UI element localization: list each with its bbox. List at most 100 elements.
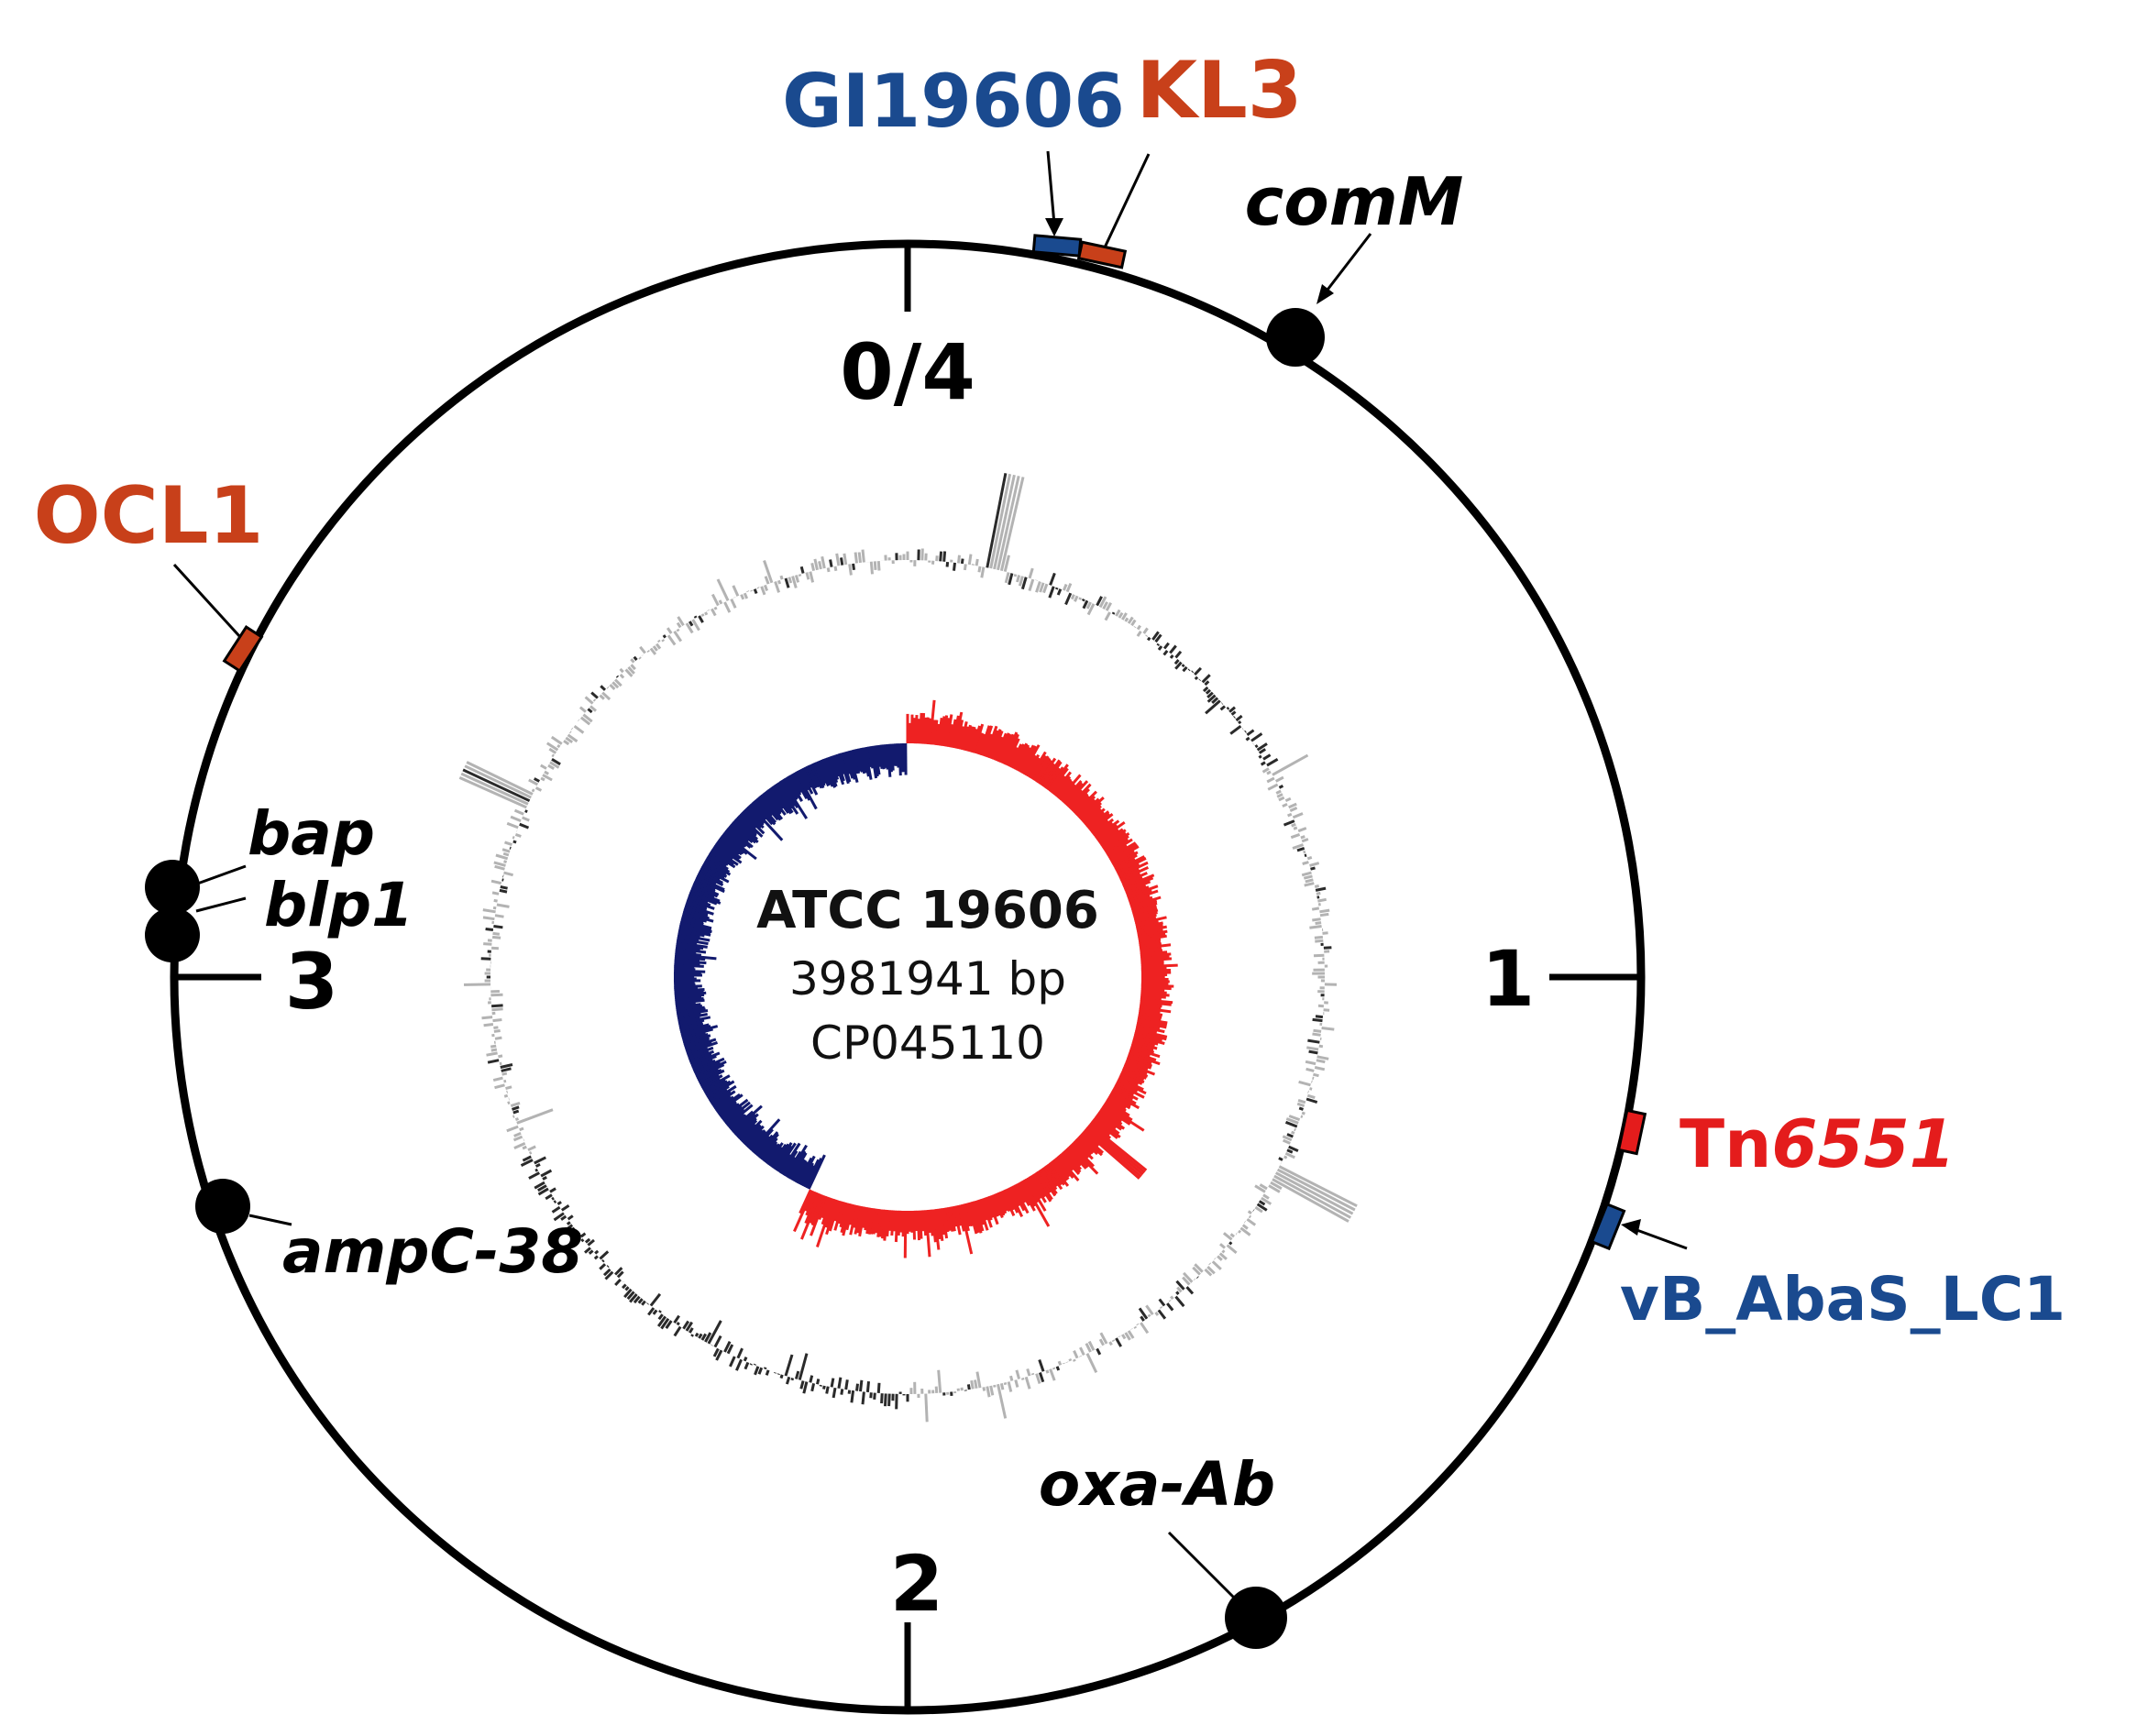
gc-content-bar bbox=[491, 891, 500, 895]
gc-skew-bar bbox=[786, 775, 803, 802]
gc-content-bar bbox=[1284, 1120, 1298, 1128]
gc-content-bar bbox=[1316, 1055, 1329, 1060]
gc-content-bar bbox=[732, 585, 740, 597]
gc-skew-bar bbox=[701, 1077, 722, 1091]
gc-content-bar bbox=[884, 1393, 887, 1407]
gc-content-bar bbox=[1007, 1381, 1013, 1392]
gc-skew-bar bbox=[1018, 1181, 1036, 1212]
gc-content-bar bbox=[528, 778, 539, 786]
gc-skew-bar bbox=[1133, 911, 1158, 920]
gc-skew-bar bbox=[1140, 969, 1172, 972]
gc-content-bar bbox=[713, 606, 718, 610]
gc-skew-bar bbox=[1008, 1186, 1021, 1207]
gc-content-bar bbox=[1182, 1276, 1191, 1286]
gc-skew-bar bbox=[713, 1095, 734, 1111]
gc-content-bar bbox=[1285, 1117, 1299, 1125]
gc-skew-bar bbox=[698, 871, 724, 886]
gc-skew-bar bbox=[1016, 746, 1031, 772]
gc-skew-bar bbox=[720, 835, 744, 855]
blp1-label: blp1 bbox=[264, 870, 413, 940]
gc-content-bar bbox=[507, 1101, 511, 1105]
gc-content-bar bbox=[1258, 1200, 1266, 1206]
gc-content-bar bbox=[861, 549, 865, 563]
gc-skew-bar bbox=[1083, 1129, 1140, 1180]
gc-skew-bar bbox=[768, 786, 790, 814]
gc-skew-bar bbox=[1105, 1099, 1130, 1117]
gc-skew-bar bbox=[1033, 1172, 1053, 1201]
gc-content-bar bbox=[677, 616, 685, 627]
gc-skew-bar bbox=[891, 743, 897, 766]
gc-skew-bar bbox=[1098, 1110, 1126, 1130]
gc-content-bar bbox=[464, 764, 532, 799]
gc-skew-bar bbox=[1131, 901, 1158, 913]
gc-content-bar bbox=[1238, 720, 1242, 725]
gc-content-bar bbox=[754, 1366, 760, 1376]
gc-skew-bar bbox=[774, 1145, 793, 1171]
gc-content-bar bbox=[1278, 1165, 1358, 1208]
gc-skew-bar bbox=[683, 906, 709, 917]
gc-skew-bar bbox=[805, 1192, 818, 1216]
gc-content-bar bbox=[1136, 1323, 1140, 1326]
gc-skew-bar bbox=[956, 726, 965, 750]
gc-skew-bar bbox=[1134, 916, 1157, 924]
gc-content-bar bbox=[1124, 617, 1129, 622]
gc-skew-bar bbox=[741, 1123, 762, 1144]
gc-content-bar bbox=[496, 903, 510, 908]
gc-skew-bar bbox=[821, 759, 834, 787]
gc-skew-bar bbox=[690, 888, 721, 903]
gc-skew-bar bbox=[1058, 1153, 1074, 1171]
gc-content-bar bbox=[1305, 1097, 1318, 1104]
gc-skew-bar bbox=[1107, 1096, 1127, 1110]
gc-skew-bar bbox=[1121, 1069, 1145, 1082]
gc-skew-bar bbox=[686, 899, 708, 910]
gc-skew-bar bbox=[1138, 932, 1166, 940]
gc-content-bar bbox=[850, 1390, 855, 1403]
gc-skew-bar bbox=[1096, 1113, 1117, 1130]
gc-skew-bar bbox=[702, 1074, 731, 1092]
gc-content-bar bbox=[1250, 732, 1263, 742]
gc-skew-bar bbox=[1139, 939, 1162, 946]
gc-content-bar bbox=[1312, 1017, 1323, 1023]
kl3-pointer bbox=[1103, 153, 1151, 248]
gc-skew-bar bbox=[1049, 767, 1069, 793]
gc-content-bar bbox=[1283, 1155, 1288, 1159]
gc-content-bar bbox=[1014, 1379, 1019, 1388]
gc-skew-bar bbox=[674, 983, 696, 987]
gc-skew-bar bbox=[723, 830, 745, 849]
gc-content-bar bbox=[619, 667, 624, 674]
gc-content-bar bbox=[614, 1278, 622, 1287]
gc-skew-bar bbox=[949, 719, 957, 748]
gc-skew-bar bbox=[674, 988, 705, 994]
gc-skew-bar bbox=[1039, 763, 1056, 786]
gc-content-bar bbox=[542, 774, 553, 782]
gc-skew-bar bbox=[690, 1051, 721, 1066]
gc-content-bar bbox=[1035, 1373, 1041, 1384]
gc-skew-bar bbox=[1088, 812, 1111, 831]
gc-skew-bar bbox=[1056, 1155, 1080, 1181]
gc-skew-bar bbox=[1116, 1080, 1139, 1093]
gc-skew-bar bbox=[715, 1093, 741, 1113]
gc-content-bar bbox=[1157, 645, 1163, 651]
gc-skew-bar bbox=[729, 1114, 747, 1130]
gc-skew-bar bbox=[934, 723, 941, 746]
gc-skew-bar bbox=[912, 718, 916, 744]
gc-skew-bar bbox=[817, 760, 830, 787]
gc-content-bar bbox=[835, 553, 841, 566]
gc-content-bar bbox=[633, 1295, 641, 1304]
gc-skew-bar bbox=[833, 754, 845, 782]
gc-content-bar bbox=[1111, 1339, 1116, 1343]
gc-skew-bar bbox=[1140, 947, 1162, 952]
gc-content-bar bbox=[522, 1145, 527, 1150]
gc-skew-bar bbox=[732, 820, 757, 844]
gc-content-bar bbox=[1174, 1295, 1185, 1308]
gc-skew-bar bbox=[1082, 805, 1102, 824]
gc-content-bar bbox=[1321, 1027, 1335, 1031]
gc-skew-bar bbox=[1137, 1016, 1168, 1025]
gc-content-bar bbox=[624, 1286, 630, 1291]
gc-content-bar bbox=[540, 1169, 553, 1178]
gc-skew-bar bbox=[699, 869, 723, 884]
gc-content-bar bbox=[707, 1320, 722, 1345]
gc-skew-bar bbox=[1140, 966, 1167, 971]
gc-skew-bar bbox=[1093, 1116, 1121, 1138]
gc-skew-bar bbox=[847, 750, 859, 783]
